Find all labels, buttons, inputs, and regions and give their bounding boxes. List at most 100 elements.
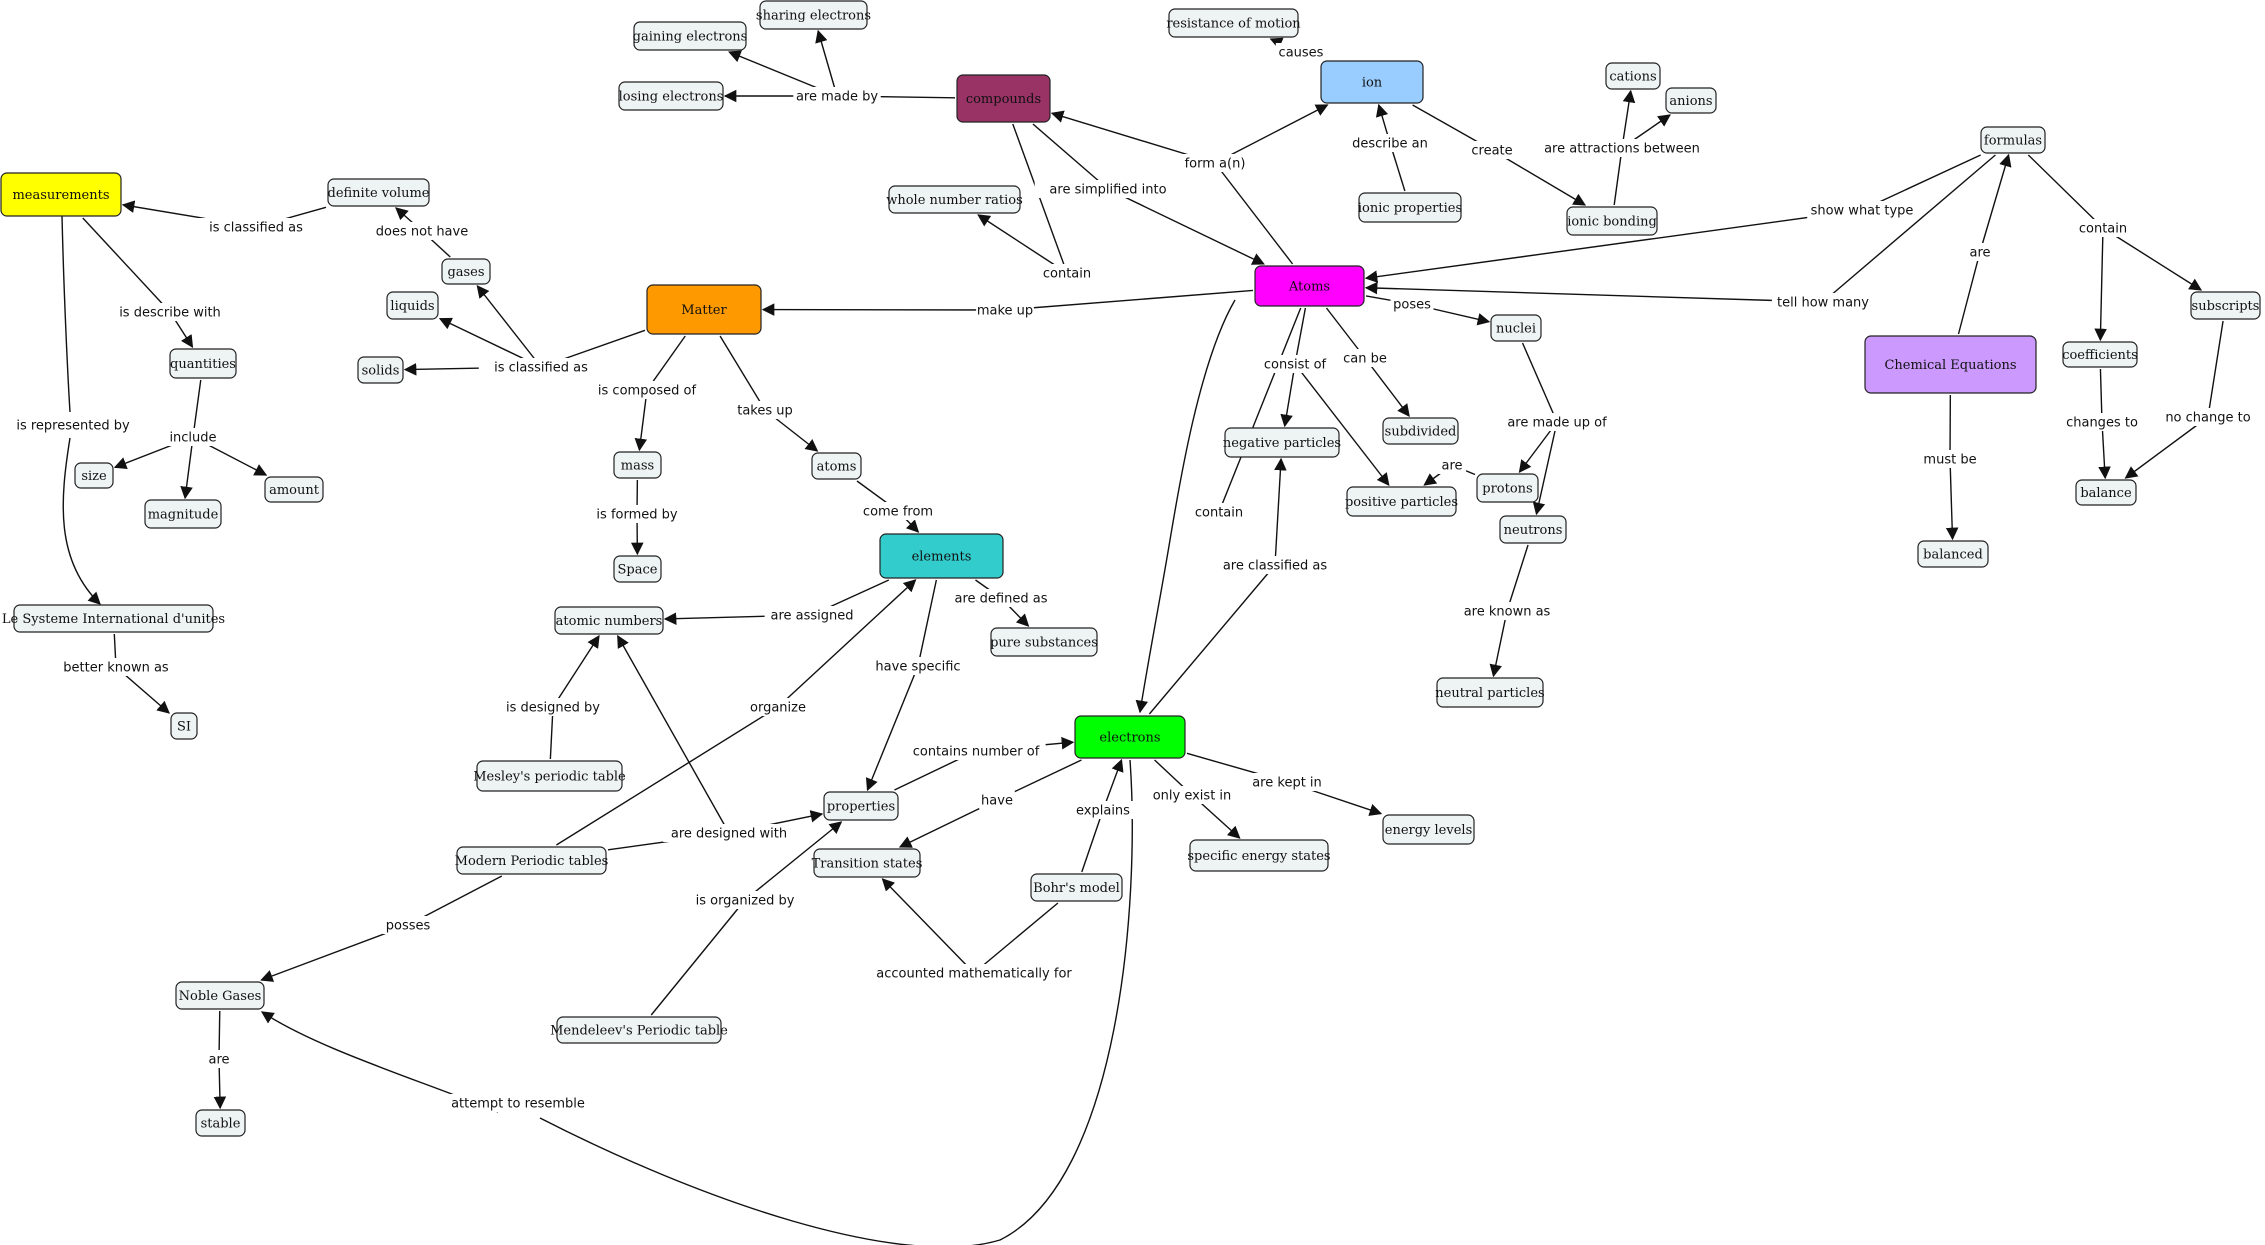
link-label-backing — [764, 606, 860, 624]
connector-arrow — [1945, 458, 1959, 541]
concept-node-liquids[interactable]: liquids — [386, 291, 439, 320]
node-label: liquids — [390, 299, 434, 314]
concept-node-ion[interactable]: ion — [1320, 60, 1424, 104]
concept-node-elements[interactable]: elements — [879, 533, 1004, 579]
concept-node-balanced[interactable]: balanced — [1917, 540, 1989, 568]
link-label-backing — [1346, 134, 1434, 152]
concept-node-negative-particles[interactable]: negative particles — [1223, 427, 1341, 458]
concept-node-solids[interactable]: solids — [357, 356, 404, 384]
connector-arrow — [1280, 363, 1296, 428]
link-label-backing — [1921, 450, 1979, 468]
concept-node-compounds[interactable]: compounds — [956, 74, 1051, 123]
concept-node-energy-levels[interactable]: energy levels — [1382, 814, 1475, 845]
concept-node-space[interactable]: Space — [613, 555, 662, 583]
concept-node-le-systeme[interactable]: Le Systeme International d'unites — [2, 604, 225, 633]
node-label: Atoms — [1288, 280, 1330, 295]
concept-node-formulas[interactable]: formulas — [1980, 126, 2046, 154]
concept-node-neutral-particles[interactable]: neutral particles — [1435, 677, 1545, 708]
concept-node-modern-periodic[interactable]: Modern Periodic tables — [455, 846, 609, 875]
link-label-backing — [946, 589, 1056, 607]
concept-node-transition-states[interactable]: Transition states — [812, 848, 923, 878]
link-label: are assigned — [770, 609, 853, 624]
node-label: losing electrons — [619, 90, 724, 105]
link-label-backing — [1502, 413, 1612, 431]
node-label: mass — [621, 459, 654, 474]
link-label: are made up of — [1507, 416, 1607, 431]
node-label: stable — [201, 1117, 241, 1132]
concept-node-amount[interactable]: amount — [264, 476, 324, 503]
link-label-backing — [382, 916, 434, 934]
node-label: Matter — [681, 303, 727, 318]
link-label-backing — [1807, 201, 1917, 219]
node-box — [2075, 479, 2137, 506]
concept-node-atoms-small[interactable]: atoms — [811, 452, 862, 480]
concept-node-quantities[interactable]: quantities — [169, 348, 237, 379]
concept-node-subdivided[interactable]: subdivided — [1382, 417, 1459, 445]
concept-node-stable[interactable]: stable — [195, 1109, 246, 1137]
link-label-backing — [107, 303, 233, 321]
link-label-backing — [1459, 602, 1555, 620]
concept-node-definite-volume[interactable]: definite volume — [327, 178, 430, 207]
concept-node-coefficients[interactable]: coefficients — [2062, 341, 2138, 368]
concept-node-resistance-of-motion[interactable]: resistance of motion — [1166, 8, 1301, 38]
concept-node-anions[interactable]: anions — [1665, 87, 1717, 114]
concept-node-matter[interactable]: Matter — [646, 284, 762, 335]
concept-node-specific-energy-states[interactable]: specific energy states — [1187, 839, 1331, 872]
node-box — [1476, 473, 1539, 503]
connector-line — [192, 379, 202, 438]
link-label-backing — [444, 1094, 592, 1112]
concept-node-protons[interactable]: protons — [1476, 473, 1539, 503]
connector-line — [556, 706, 779, 846]
concept-node-balance[interactable]: balance — [2075, 479, 2137, 506]
link-label-backing — [2074, 219, 2132, 237]
concept-node-ionic-bonding[interactable]: ionic bonding — [1566, 206, 1658, 236]
concept-node-mendeleevs[interactable]: Mendeleev's Periodic table — [550, 1016, 728, 1044]
concept-node-subscripts[interactable]: subscripts — [2190, 291, 2261, 320]
concept-node-mass[interactable]: mass — [613, 451, 662, 479]
concept-node-positive-particles[interactable]: positive particles — [1345, 486, 1458, 517]
concept-node-magnitude[interactable]: magnitude — [144, 499, 222, 529]
connector-line — [1957, 251, 1981, 335]
node-label: quantities — [170, 357, 236, 372]
concept-node-atomic-numbers[interactable]: atomic numbers — [554, 606, 664, 635]
concept-node-mesleys[interactable]: Mesley's periodic table — [473, 760, 626, 792]
link-label-backing — [1466, 141, 1518, 159]
connector-line — [1521, 342, 1558, 423]
concept-node-bohrs-model[interactable]: Bohr's model — [1030, 873, 1123, 902]
concept-node-size[interactable]: size — [74, 462, 114, 489]
link-label: only exist in — [1153, 789, 1232, 804]
concept-node-gaining-electrons[interactable]: gaining electrons — [633, 21, 748, 51]
concept-node-ionic-properties[interactable]: ionic properties — [1358, 192, 1462, 223]
node-label: Chemical Equations — [1884, 358, 2016, 373]
concept-node-properties[interactable]: properties — [823, 791, 899, 821]
node-label: electrons — [1099, 731, 1160, 746]
concept-node-pure-substances[interactable]: pure substances — [990, 627, 1098, 657]
node-label: coefficients — [2062, 348, 2138, 363]
link-label: changes to — [2066, 416, 2138, 431]
concept-node-measurements[interactable]: measurements — [0, 172, 122, 217]
concept-node-noble-gases[interactable]: Noble Gases — [175, 981, 265, 1010]
link-label-backing — [861, 502, 935, 520]
link-label-backing — [745, 698, 811, 716]
concept-node-neutrons[interactable]: neutrons — [1499, 515, 1567, 544]
concept-node-nuclei[interactable]: nuclei — [1490, 314, 1542, 342]
link-label: are kept in — [1252, 776, 1322, 791]
link-label-backing — [370, 222, 474, 240]
node-box — [456, 846, 607, 875]
connector-arrow — [2098, 421, 2111, 480]
concept-node-sharing-electrons[interactable]: sharing electrons — [756, 0, 871, 30]
node-box — [1358, 192, 1462, 223]
concept-node-gases[interactable]: gases — [441, 258, 491, 285]
node-label: atomic numbers — [556, 614, 663, 629]
concept-node-electrons[interactable]: electrons — [1074, 715, 1186, 759]
link-label: show what type — [1811, 204, 1914, 219]
concept-node-si[interactable]: SI — [170, 712, 198, 740]
node-box — [476, 760, 623, 792]
concept-node-whole-number-ratios[interactable]: whole number ratios — [886, 185, 1023, 214]
link-label-backing — [1437, 456, 1467, 474]
concept-node-cations[interactable]: cations — [1605, 62, 1661, 90]
connector-arrow — [777, 579, 917, 708]
concept-node-atoms-main[interactable]: Atoms — [1254, 265, 1365, 307]
concept-node-losing-electrons[interactable]: losing electrons — [618, 81, 724, 111]
concept-node-chemical-equations[interactable]: Chemical Equations — [1864, 335, 2037, 394]
